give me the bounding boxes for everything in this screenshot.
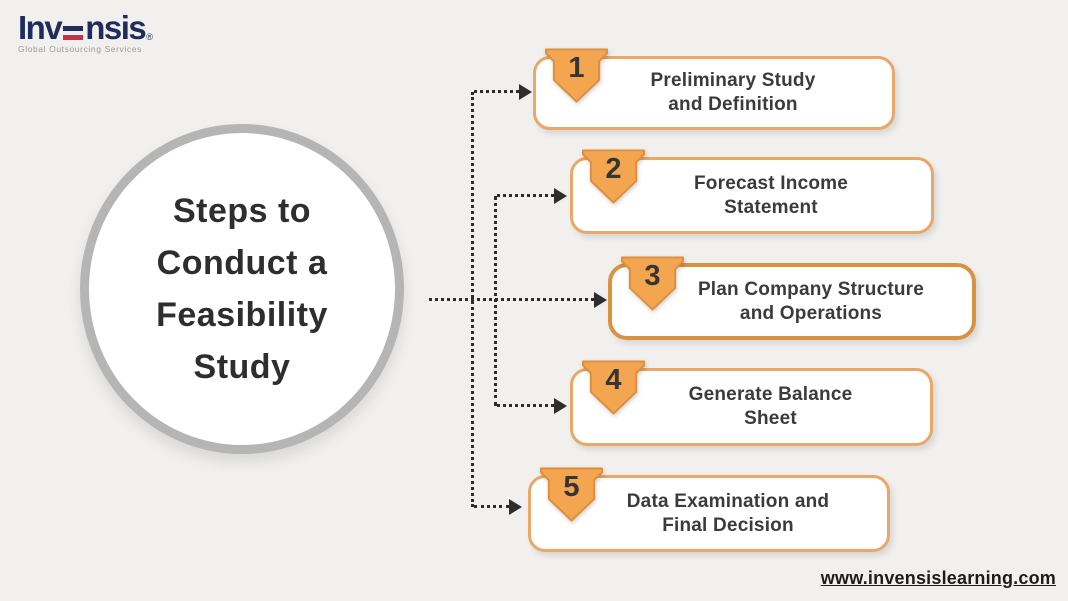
- registered-trademark-symbol: ®: [146, 32, 153, 42]
- step-2-ribbon-badge: 2: [582, 148, 645, 206]
- page-title: Steps to Conduct a Feasibility Study: [156, 185, 328, 393]
- step-box-2: 2 Forecast Income Statement: [570, 149, 934, 234]
- step-box-3: 3 Plan Company Structure and Operations: [608, 256, 976, 340]
- step-label-line-2: Sheet: [744, 408, 797, 429]
- step-label-line-1: Forecast Income: [694, 172, 848, 194]
- step-label-line-2: and Operations: [739, 302, 883, 324]
- arrowhead-step-1: [519, 84, 532, 100]
- step-number: 4: [605, 364, 622, 396]
- connector-vertical-inner: [494, 196, 497, 406]
- step-label-line-2: and Definition: [668, 94, 798, 115]
- connector-branch-step-5: [474, 505, 509, 508]
- connector-branch-step-2: [497, 194, 554, 197]
- logo-wordmark: Inv nsis ®: [18, 10, 154, 46]
- logo-bar-red: [63, 35, 84, 40]
- connector-main-horizontal: [429, 298, 594, 301]
- ribbon-badge-icon: [621, 256, 684, 311]
- title-line-2: Conduct a: [156, 244, 328, 282]
- title-circle: Steps to Conduct a Feasibility Study: [80, 124, 404, 454]
- step-box-4: 4 Generate Balance Sheet: [570, 360, 933, 446]
- connector-branch-step-1: [474, 90, 519, 93]
- step-number: 5: [563, 471, 580, 503]
- step-5-ribbon-badge: 5: [540, 466, 603, 524]
- logo-tagline: Global Outsourcing Services: [18, 44, 142, 54]
- connector-vertical-outer: [471, 92, 474, 507]
- step-4-ribbon-badge: 4: [582, 359, 645, 417]
- step-number: 1: [568, 52, 585, 84]
- logo-bar-navy: [63, 26, 84, 31]
- logo-text-left: Inv: [18, 9, 63, 46]
- step-label-line-2: Statement: [724, 196, 818, 218]
- logo-text-right: nsis: [85, 9, 147, 46]
- title-line-3: Feasibility: [156, 296, 328, 334]
- step-label-line-1: Plan Company Structure: [697, 278, 925, 300]
- step-label-line-1: Generate Balance: [688, 384, 853, 405]
- arrowhead-step-3: [594, 292, 607, 308]
- ribbon-badge-icon: [582, 360, 645, 415]
- step-box-1: 1 Preliminary Study and Definition: [533, 48, 895, 130]
- title-line-1: Steps to: [172, 192, 312, 230]
- step-number: 3: [644, 260, 661, 292]
- title-line-4: Study: [193, 348, 291, 386]
- arrowhead-step-2: [554, 188, 567, 204]
- step-label-line-1: Preliminary Study: [650, 70, 816, 91]
- ribbon-badge-icon: [540, 467, 603, 522]
- ribbon-badge-icon: [582, 149, 645, 204]
- arrowhead-step-5: [509, 499, 522, 515]
- invensis-logo: Inv nsis ® Global Outsourcing Services: [18, 10, 154, 55]
- arrowhead-step-4: [554, 398, 567, 414]
- step-number: 2: [605, 153, 622, 185]
- footer-website-link[interactable]: www.invensislearning.com: [820, 568, 1056, 588]
- logo-equals-icon: [63, 26, 84, 40]
- step-box-5: 5 Data Examination and Final Decision: [528, 467, 890, 552]
- connector-branch-step-4: [497, 404, 554, 407]
- step-label-line-1: Data Examination and: [626, 490, 830, 512]
- ribbon-badge-icon: [545, 48, 608, 103]
- step-1-ribbon-badge: 1: [545, 47, 608, 105]
- step-label-line-2: Final Decision: [662, 514, 794, 536]
- step-3-ribbon-badge: 3: [621, 255, 684, 313]
